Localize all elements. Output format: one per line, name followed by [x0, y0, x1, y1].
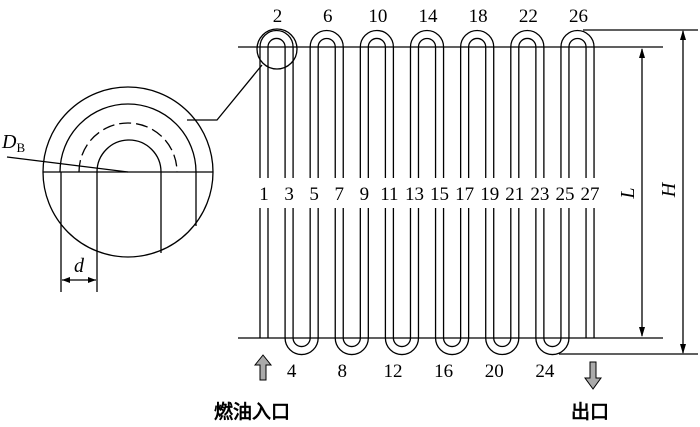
- db-label: DB: [1, 131, 25, 155]
- bottom-u-bend: [535, 337, 570, 356]
- tube-number: 17: [455, 184, 474, 205]
- top-u-bend-inner: [518, 37, 537, 48]
- top-u-bend: [510, 29, 545, 48]
- tube-number: 13: [405, 184, 424, 205]
- bottom-u-bend: [434, 337, 470, 356]
- tube-number: 23: [530, 184, 549, 205]
- tube-number: 21: [505, 184, 524, 205]
- top-u-bend-inner: [417, 37, 437, 48]
- top-u-bend: [259, 29, 294, 48]
- dimension-H: H: [559, 29, 698, 355]
- top-u-bend: [359, 29, 395, 48]
- outer-arc: [59, 103, 197, 173]
- bottom-bend-number: 24: [535, 361, 555, 382]
- inlet-arrow-icon: [253, 354, 273, 381]
- bottom-u-bend-inner: [292, 337, 311, 348]
- top-u-bend: [409, 29, 445, 48]
- tube-number: 19: [480, 184, 499, 205]
- detail-marker-circle: [256, 28, 298, 70]
- top-u-bend-inner: [568, 37, 587, 48]
- H-label: H: [658, 181, 680, 198]
- tube-number: 11: [380, 184, 398, 205]
- tube-number: 27: [581, 184, 600, 205]
- mean-arc: [78, 122, 178, 173]
- top-bend-number: 14: [419, 6, 439, 27]
- top-bend-number: 10: [368, 6, 387, 27]
- top-bend-number: 2: [273, 6, 283, 27]
- bottom-bend-number: 12: [383, 361, 402, 382]
- top-u-bend: [459, 29, 495, 48]
- outlet-arrow-icon: [584, 361, 602, 390]
- tube-number: 3: [284, 184, 294, 205]
- bottom-u-bend: [334, 337, 369, 356]
- top-u-bend-inner: [317, 37, 336, 48]
- tube-number: 5: [309, 184, 319, 205]
- top-bend-number: 18: [469, 6, 488, 27]
- tube-number: 9: [360, 184, 370, 205]
- bottom-bend-number: 8: [338, 361, 348, 382]
- tube-number: 1: [259, 184, 269, 205]
- top-bend-number: 6: [323, 6, 333, 27]
- bottom-bend-number: 20: [485, 361, 504, 382]
- tube-number: 15: [430, 184, 449, 205]
- tube-coil: [259, 29, 595, 356]
- bottom-bend-number: 16: [434, 361, 453, 382]
- top-u-bend: [309, 29, 344, 48]
- tube-number: 7: [334, 184, 344, 205]
- tube-number: 25: [555, 184, 574, 205]
- top-u-bend-inner: [367, 37, 387, 48]
- bottom-u-bend-inner: [342, 337, 361, 348]
- bottom-u-bend-inner: [442, 337, 462, 348]
- bottom-bend-number: 4: [287, 361, 297, 382]
- top-u-bend: [560, 29, 595, 48]
- bottom-u-bend-inner: [543, 337, 562, 348]
- inlet-label: 燃油入口: [214, 400, 290, 423]
- top-bend-number: 22: [519, 6, 538, 27]
- top-u-bend-inner: [467, 37, 487, 48]
- detail-view: d DB: [1, 64, 263, 292]
- d-label: d: [74, 255, 85, 277]
- top-u-bend-inner: [267, 37, 286, 48]
- detail-leader: [187, 64, 263, 121]
- bottom-u-bend: [284, 337, 319, 356]
- db-leader: [6, 156, 129, 173]
- bottom-u-bend: [485, 337, 520, 356]
- top-bend-number: 26: [569, 6, 588, 27]
- outlet-label: 出口: [571, 400, 609, 423]
- dimension-L: L: [617, 48, 645, 337]
- L-label: L: [617, 187, 639, 199]
- bottom-u-bend: [384, 337, 420, 356]
- inner-arc: [96, 139, 162, 173]
- bottom-u-bend-inner: [493, 337, 512, 348]
- bottom-u-bend-inner: [392, 337, 412, 348]
